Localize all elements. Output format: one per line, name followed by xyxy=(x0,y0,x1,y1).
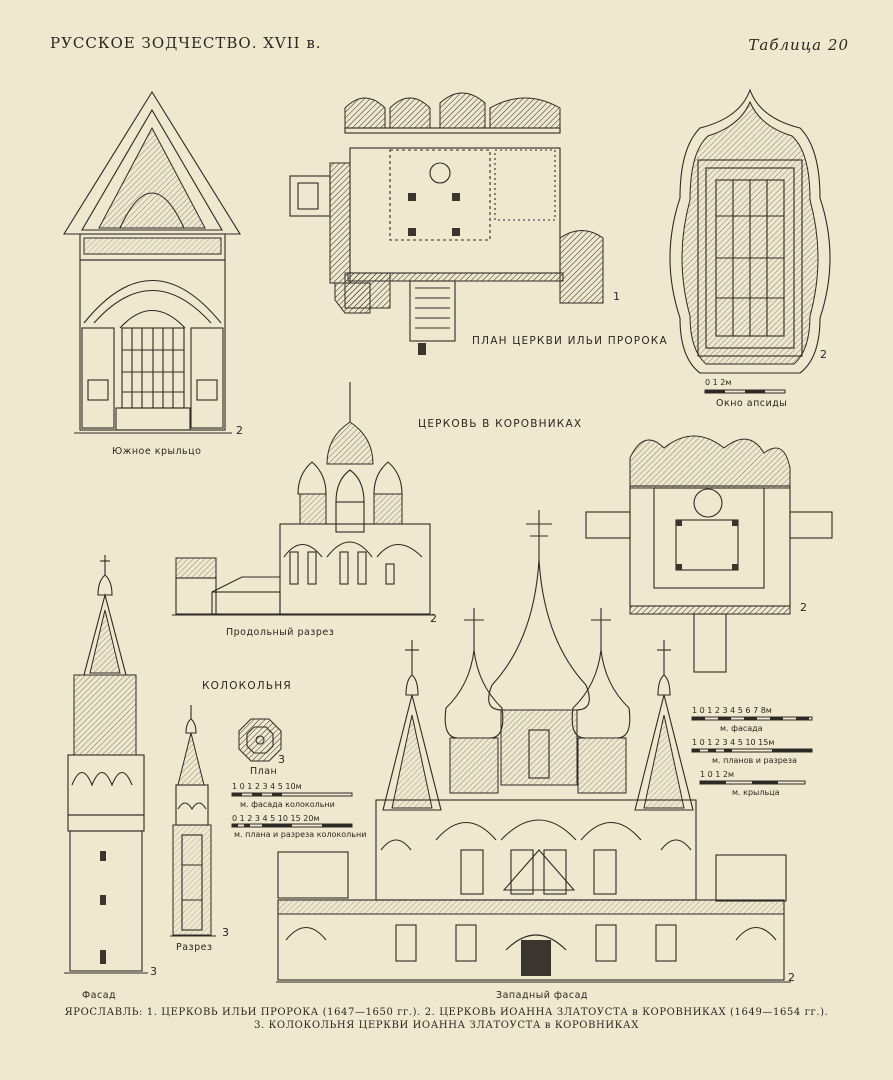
south-porch-drawing xyxy=(63,90,241,434)
facade-scale-bar xyxy=(691,716,813,721)
window-scale-ticks: 0 1 2м xyxy=(705,378,732,387)
church-korovniki-label: ЦЕРКОВЬ В КОРОВНИКАХ xyxy=(418,418,583,430)
bell-tower-facade-drawing xyxy=(64,555,148,974)
bell-section-figure-number: 3 xyxy=(222,926,229,939)
plan-ilya-figure-number: 1 xyxy=(613,290,620,303)
caption-line-2: 3. КОЛОКОЛЬНЯ ЦЕРКВИ ИОАННА ЗЛАТОУСТА в … xyxy=(254,1020,639,1031)
caption-line-1: ЯРОСЛАВЛЬ: 1. ЦЕРКОВЬ ИЛЬИ ПРОРОКА (1647… xyxy=(64,1007,829,1018)
plan-korovniki-figure-number: 2 xyxy=(800,601,807,614)
small-plan-drawing xyxy=(238,718,282,762)
belltower-plan-scale-ticks: 0 1 2 3 4 5 10 15 20м xyxy=(232,814,320,823)
small-plan-figure-number: 3 xyxy=(278,753,285,766)
south-porch-label: Южное крыльцо xyxy=(112,446,202,457)
longitudinal-section-label: Продольный разрез xyxy=(226,627,335,638)
longitudinal-section-drawing xyxy=(172,382,434,616)
window-scale-bar xyxy=(704,389,786,394)
plan-korovniki-drawing xyxy=(585,435,833,673)
apse-window-label: Окно апсиды xyxy=(716,398,788,409)
belltower-facade-scale-caption: м. фасада колокольни xyxy=(240,800,335,809)
plans-scale-caption: м. планов и разреза xyxy=(712,756,797,765)
plate-series-title: РУССКОЕ ЗОДЧЕСТВО. XVII в. xyxy=(50,34,322,52)
porch-figure-number: 2 xyxy=(236,424,243,437)
west-facade-drawing xyxy=(276,510,791,983)
bell-tower-label: КОЛОКОЛЬНЯ xyxy=(202,680,292,692)
belltower-plan-scale-caption: м. плана и разреза колокольни xyxy=(234,830,367,839)
plan-ilya-drawing xyxy=(289,92,604,355)
porch-scale-ticks: 1 0 1 2м xyxy=(700,770,735,779)
plate-caption: ЯРОСЛАВЛЬ: 1. ЦЕРКОВЬ ИЛЬИ ПРОРОКА (1647… xyxy=(40,1006,853,1032)
west-facade-figure-number: 2 xyxy=(788,971,795,984)
belltower-facade-scale-ticks: 1 0 1 2 3 4 5 10м xyxy=(232,782,302,791)
facade-label: Фасад xyxy=(82,990,117,1001)
porch-scale-caption: м. крыльца xyxy=(732,788,780,797)
bell-tower-section-drawing xyxy=(170,705,216,937)
small-plan-label: План xyxy=(250,766,278,777)
plate-number: Таблица 20 xyxy=(748,36,849,54)
section-label: Разрез xyxy=(176,942,213,953)
belltower-plan-scale-bar xyxy=(231,823,353,828)
window-figure-number: 2 xyxy=(820,348,827,361)
plan-ilya-label: ПЛАН ЦЕРКВИ ИЛЬИ ПРОРОКА xyxy=(472,335,668,347)
section-figure-number: 2 xyxy=(430,612,437,625)
porch-scale-bar xyxy=(699,780,806,785)
belltower-facade-scale-bar xyxy=(231,792,353,797)
bell-facade-figure-number: 3 xyxy=(150,965,157,978)
plans-scale-bar xyxy=(691,748,813,753)
facade-scale-ticks: 1 0 1 2 3 4 5 6 7 8м xyxy=(692,706,772,715)
apse-window-drawing xyxy=(669,88,831,374)
west-facade-label: Западный фасад xyxy=(496,990,588,1001)
facade-scale-caption: м. фасада xyxy=(720,724,763,733)
plans-scale-ticks: 1 0 1 2 3 4 5 10 15м xyxy=(692,738,775,747)
